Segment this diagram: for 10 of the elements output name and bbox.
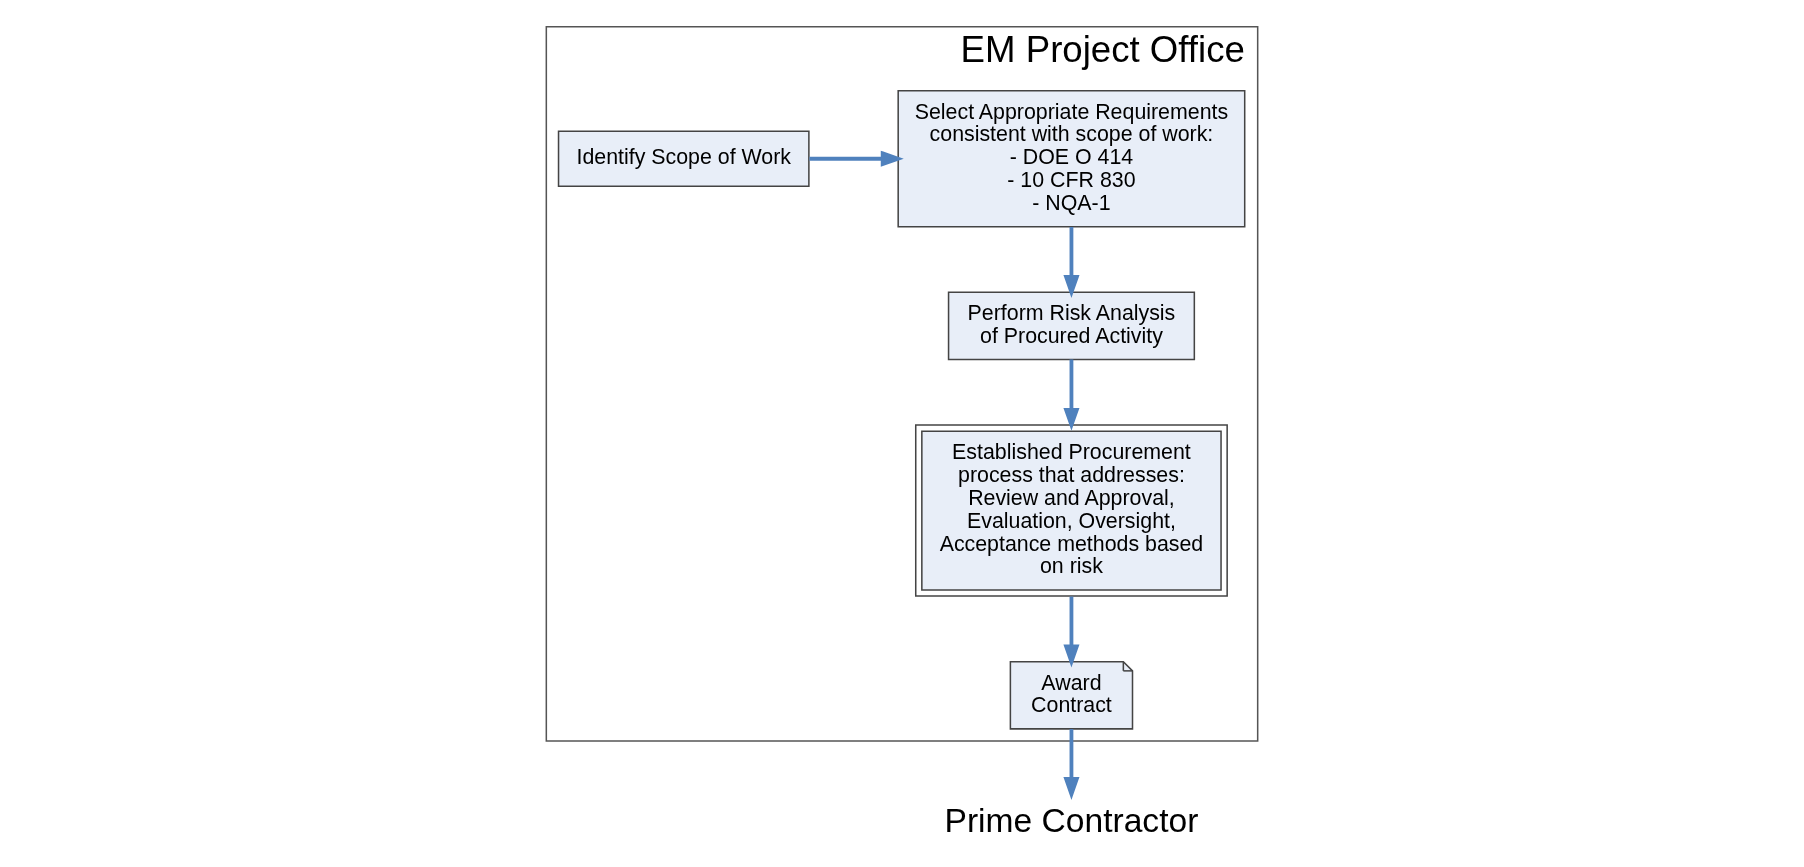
node-box: Perform Risk Analysis of Procured Activity (947, 291, 1196, 361)
node-box: Established Procurement process that addresses: Review and Approval, Evaluation, Oversight, Acceptance methods based on risk (914, 424, 1228, 597)
node-text: Prime Contractor (944, 802, 1199, 840)
arrow (1063, 729, 1080, 800)
arrow (1063, 359, 1080, 431)
arrow (809, 150, 904, 167)
arrow (1063, 227, 1080, 299)
arrow (1063, 596, 1080, 668)
node-box: Identify Scope of Work (557, 130, 810, 187)
node-box: Select Appropriate Requirements consistent with scope of work: - DOE O 414 - 10 CFR 830 - NQA-1 (897, 90, 1246, 228)
